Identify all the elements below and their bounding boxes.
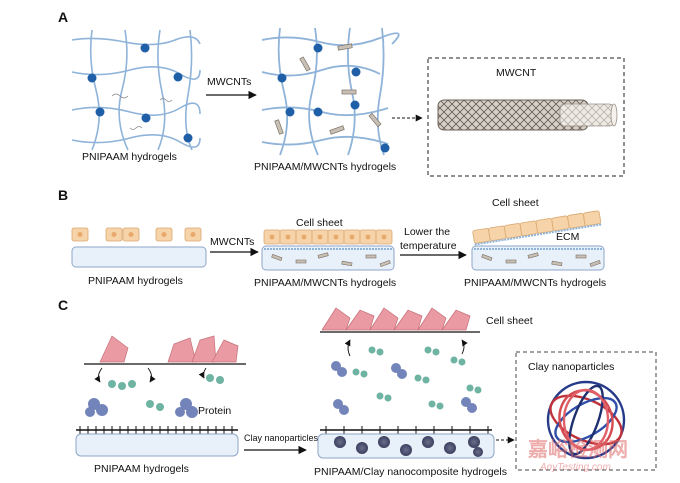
detached-cell-sheet — [472, 210, 602, 246]
curved-arrows-left — [94, 367, 207, 383]
composite-gel-slab-b-right — [471, 245, 605, 271]
pnipaam-gel-slab-c — [75, 433, 239, 457]
clay-inset-box — [515, 351, 657, 471]
clay-nanoparticle-icon — [546, 380, 626, 460]
protein-label: Protein — [198, 405, 231, 417]
pnipaam-hydrogels-label-b: PNIPAAM hydrogels — [88, 275, 183, 287]
lower-temperature-label-2: temperature — [400, 240, 457, 252]
pnipaam-clay-label: PNIPAAM/Clay nanocomposite hydrogels — [314, 466, 507, 478]
composite-gel-slab-b — [261, 245, 395, 271]
tick-marks-right — [325, 426, 489, 434]
panel-b: B PNIPAAM hydrogels MWCNTs Cell sheet — [58, 187, 606, 289]
clay-arrow-label: Clay nanoparticles — [244, 433, 319, 443]
pnipaam-hydrogels-label-a: PNIPAAM hydrogels — [82, 151, 177, 163]
composite-crosslinks — [277, 43, 390, 153]
pnipaam-gel-slab-b — [71, 246, 207, 268]
watermark-text: 嘉峪检测网 — [527, 437, 628, 461]
crosslink-points — [87, 43, 193, 143]
pnipaam-mwcnts-label-a: PNIPAAM/MWCNTs hydrogels — [254, 161, 396, 173]
clay-inset-title: Clay nanoparticles — [528, 361, 614, 373]
cnt-fragments-a — [274, 43, 382, 135]
panel-c: C Protein PNIPAAM — [58, 297, 657, 478]
mwcnts-arrow-label-a: MWCNTs — [207, 76, 251, 88]
mwcnt-inset-title: MWCNT — [496, 67, 537, 79]
pnipaam-hydrogels-label-c: PNIPAAM hydrogels — [94, 463, 189, 475]
panel-b-letter: B — [58, 187, 68, 203]
watermark-logo: 嘉峪检测网 AnyTesting.com — [527, 437, 628, 473]
ecm-label: ECM — [556, 231, 579, 243]
clay-particles-in-gel — [334, 436, 483, 457]
composite-mesh — [261, 27, 400, 156]
curved-arrows-right — [344, 339, 468, 357]
adherent-cells-left — [99, 335, 239, 363]
scattered-cells — [71, 227, 202, 242]
pnipaam-mesh — [71, 29, 201, 151]
panel-a: A PNIPAAM hydrogels MWCNTs — [58, 9, 625, 177]
confluent-cell-sheet — [263, 229, 393, 245]
tick-marks-left — [79, 426, 233, 434]
protein-icons-right — [331, 346, 482, 415]
panel-c-letter: C — [58, 297, 68, 313]
cnt-fragments-b-right — [481, 252, 601, 267]
panel-a-letter: A — [58, 9, 68, 25]
cnt-fragments-b-middle — [271, 252, 391, 267]
cell-sheet-label-b-right: Cell sheet — [492, 197, 539, 209]
protein-icons-left — [85, 374, 224, 418]
pnipaam-mwcnts-label-b-middle: PNIPAAM/MWCNTs hydrogels — [254, 277, 396, 289]
detached-cells-right — [321, 307, 471, 331]
cell-sheet-label-c: Cell sheet — [486, 315, 533, 327]
pnipaam-mwcnts-label-b-right: PNIPAAM/MWCNTs hydrogels — [464, 277, 606, 289]
watermark-subtext: AnyTesting.com — [539, 462, 611, 473]
cell-sheet-label-b-middle: Cell sheet — [296, 217, 343, 229]
mwcnts-arrow-label-b: MWCNTs — [210, 236, 254, 248]
mwcnt-inset-box — [427, 57, 625, 177]
lower-temperature-label-1: Lower the — [404, 226, 450, 238]
mwcnt-tube-icon — [437, 99, 618, 131]
polymer-chains — [111, 93, 173, 130]
